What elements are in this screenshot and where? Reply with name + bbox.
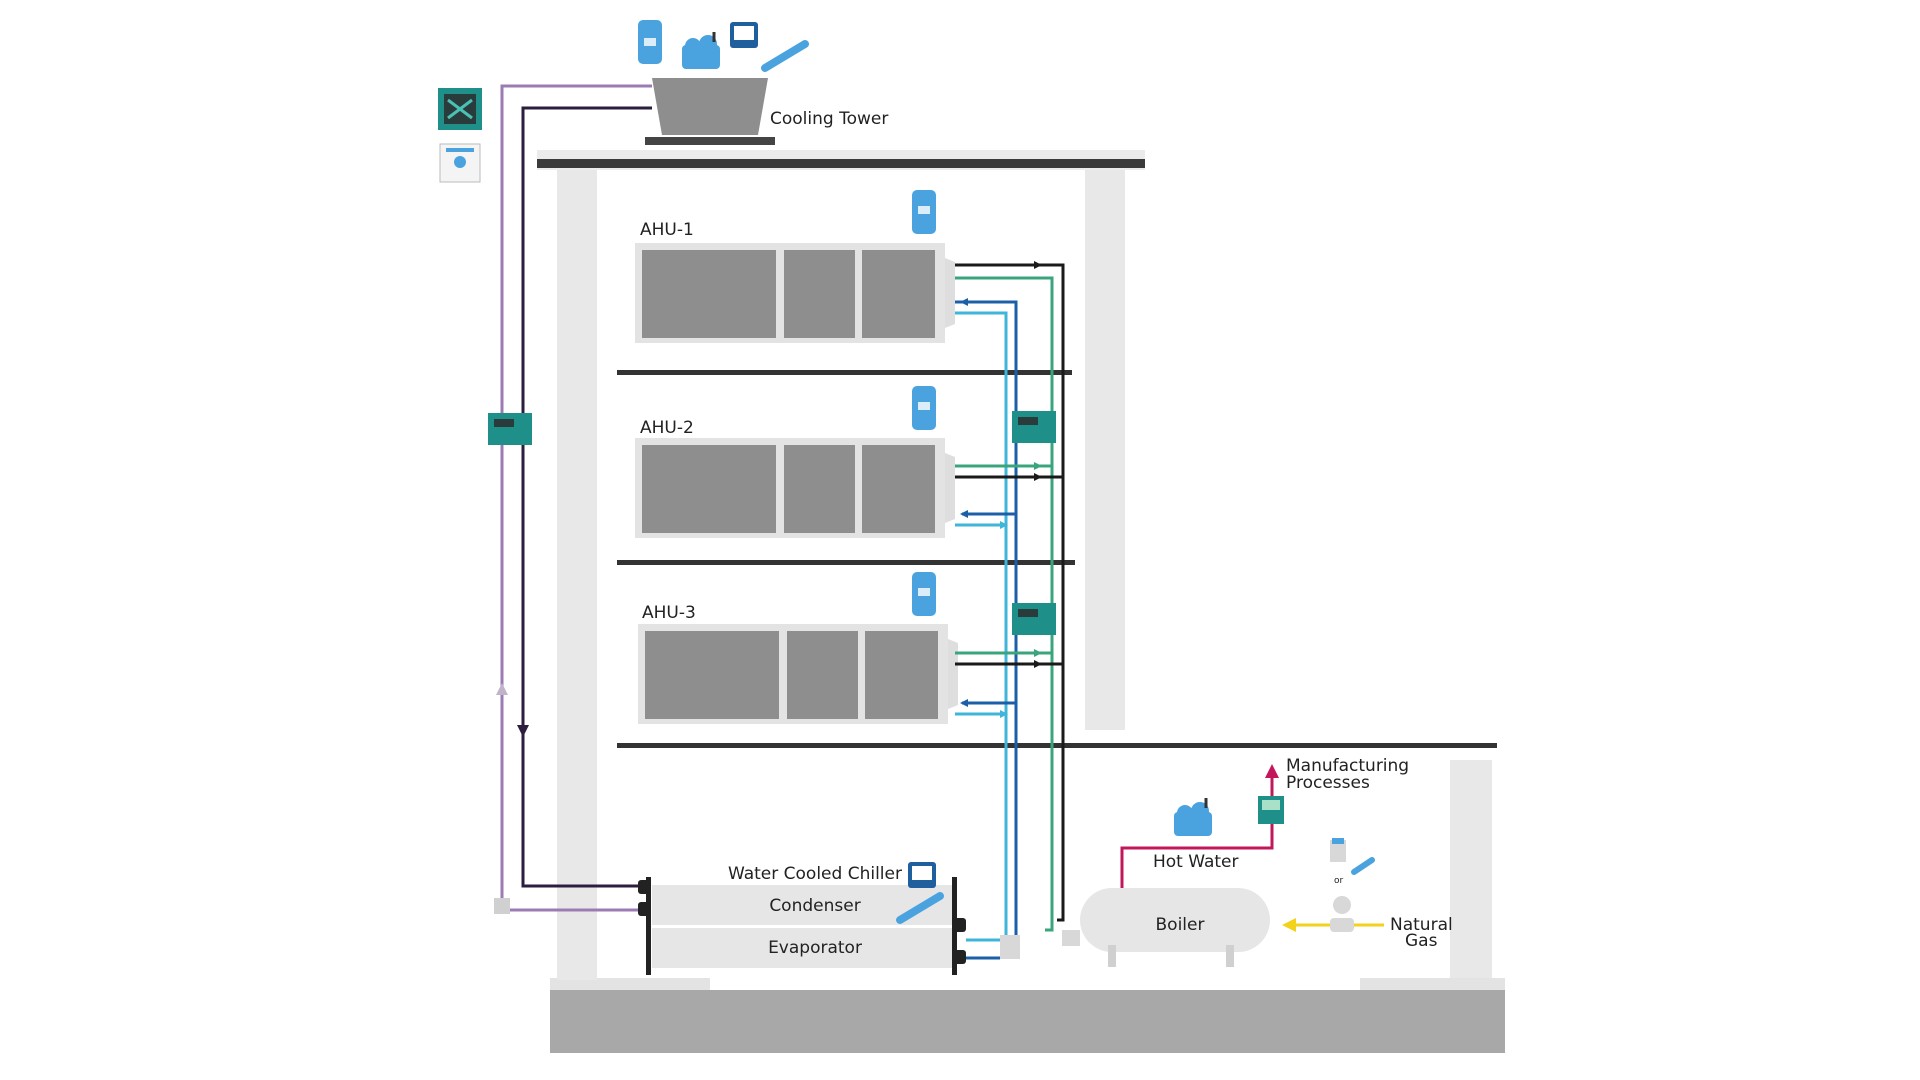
natural-gas-label-line-1: Natural <box>1390 915 1453 935</box>
controller-icon <box>488 413 532 445</box>
manufacturing-processes-label-line-1: Manufacturing <box>1286 756 1410 776</box>
ahu-3-label: AHU-3 <box>642 603 696 623</box>
temperature-probe-icon <box>896 892 944 924</box>
annex-column <box>1450 760 1492 978</box>
evaporator-label: Evaporator <box>768 938 862 958</box>
building-structure <box>537 150 1505 1053</box>
ahu-3-connections <box>955 649 1063 718</box>
natural-gas-line <box>1282 896 1384 932</box>
flow-meter-icon <box>908 862 936 888</box>
cooling-tower-label: Cooling Tower <box>770 109 889 129</box>
condenser-label: Condenser <box>769 896 861 916</box>
transmitter-icon <box>912 386 936 430</box>
controller-icon <box>438 88 482 130</box>
wireless-gateway-icon <box>1174 798 1212 836</box>
transmitter-icon <box>638 20 662 64</box>
or-label: or <box>1334 876 1344 886</box>
flow-meter-icon <box>1330 838 1375 875</box>
flow-meter-icon <box>730 22 758 48</box>
ahu-2-label: AHU-2 <box>640 418 694 438</box>
ahu-1-label: AHU-1 <box>640 220 694 240</box>
ahu-2-connections <box>955 462 1063 529</box>
floor-slab-1 <box>617 370 1072 375</box>
ground-slab <box>550 990 1505 1053</box>
condenser-water-loop <box>494 84 652 914</box>
manufacturing-processes-label-line-2: Processes <box>1286 773 1370 793</box>
wireless-gateway-icon <box>682 32 720 69</box>
natural-gas-label-line-2: Gas <box>1405 931 1438 951</box>
display-panel-icon <box>439 143 481 183</box>
right-column <box>1085 170 1125 730</box>
water-cooled-chiller <box>638 877 1020 975</box>
controller-icon <box>1012 603 1056 635</box>
temperature-probe-icon <box>761 40 809 72</box>
boiler <box>1062 888 1270 967</box>
controller-icon <box>1258 796 1284 824</box>
transmitter-icon <box>912 190 936 234</box>
left-column <box>557 170 597 980</box>
floor-slab-2 <box>617 560 1075 565</box>
cooling-tower <box>645 78 775 145</box>
ahu-3-unit <box>638 624 958 724</box>
boiler-label: Boiler <box>1155 915 1205 935</box>
controller-icon <box>1012 411 1056 443</box>
floor-slab-3 <box>617 743 1497 748</box>
ahu-1-connections <box>955 261 1042 306</box>
ahu-1-unit <box>635 243 955 343</box>
hot-water-label: Hot Water <box>1153 852 1239 872</box>
ahu-2-unit <box>635 438 955 538</box>
water-cooled-chiller-label: Water Cooled Chiller <box>728 864 902 884</box>
transmitter-icon <box>912 572 936 616</box>
